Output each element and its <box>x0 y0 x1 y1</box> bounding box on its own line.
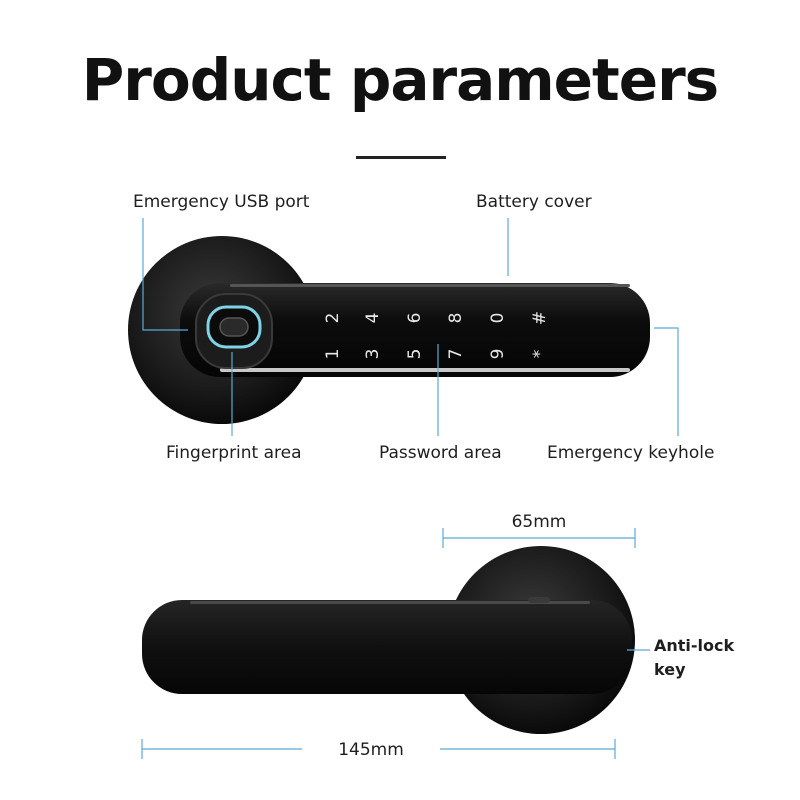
callout-usb-port <box>142 218 188 331</box>
keypad-key[interactable]: 7 <box>446 349 466 360</box>
anti-lock-key-slot <box>528 597 550 603</box>
keypad-key[interactable]: 4 <box>363 313 383 324</box>
keypad-key[interactable]: 6 <box>405 313 425 324</box>
dimension-65mm-line <box>442 528 636 548</box>
keypad-key[interactable]: 3 <box>363 349 383 360</box>
label-password-area: Password area <box>379 443 502 463</box>
label-battery-cover: Battery cover <box>476 192 592 212</box>
title-underline <box>356 156 446 159</box>
fingerprint-sensor-pad <box>219 317 249 337</box>
dimension-145mm-label: 145mm <box>338 740 404 760</box>
keypad-key[interactable]: 8 <box>446 313 466 324</box>
label-anti-lock-key-line1: Anti-lock <box>654 636 735 655</box>
label-emergency-keyhole: Emergency keyhole <box>547 443 715 463</box>
keypad-key[interactable]: # <box>530 311 550 325</box>
keypad-key[interactable]: * <box>530 350 550 359</box>
label-anti-lock-key-line2: key <box>654 660 686 679</box>
label-emergency-usb-port: Emergency USB port <box>133 192 310 212</box>
page-title: Product parameters <box>81 46 719 114</box>
callout-lines-top <box>142 218 679 436</box>
keypad-key[interactable]: 2 <box>323 313 343 324</box>
keypad: 2 4 6 8 0 # 1 3 5 7 9 * <box>323 311 550 360</box>
callout-keyhole <box>654 327 679 436</box>
keypad-key[interactable]: 1 <box>323 349 343 360</box>
handle-body-top <box>180 283 650 377</box>
label-anti-lock-key: Anti-lock key <box>654 634 734 682</box>
keypad-key[interactable]: 0 <box>488 313 508 324</box>
handle-highlight-bottom <box>190 601 590 604</box>
label-fingerprint-area: Fingerprint area <box>166 443 302 463</box>
handle-highlight-top <box>230 284 630 287</box>
handle-body-bottom <box>142 600 632 694</box>
keypad-key[interactable]: 9 <box>488 349 508 360</box>
handle-bottom-edge-top <box>220 368 630 372</box>
keypad-key[interactable]: 5 <box>405 349 425 360</box>
dimension-65mm-label: 65mm <box>512 512 567 532</box>
dimension-145mm-line <box>141 739 616 759</box>
